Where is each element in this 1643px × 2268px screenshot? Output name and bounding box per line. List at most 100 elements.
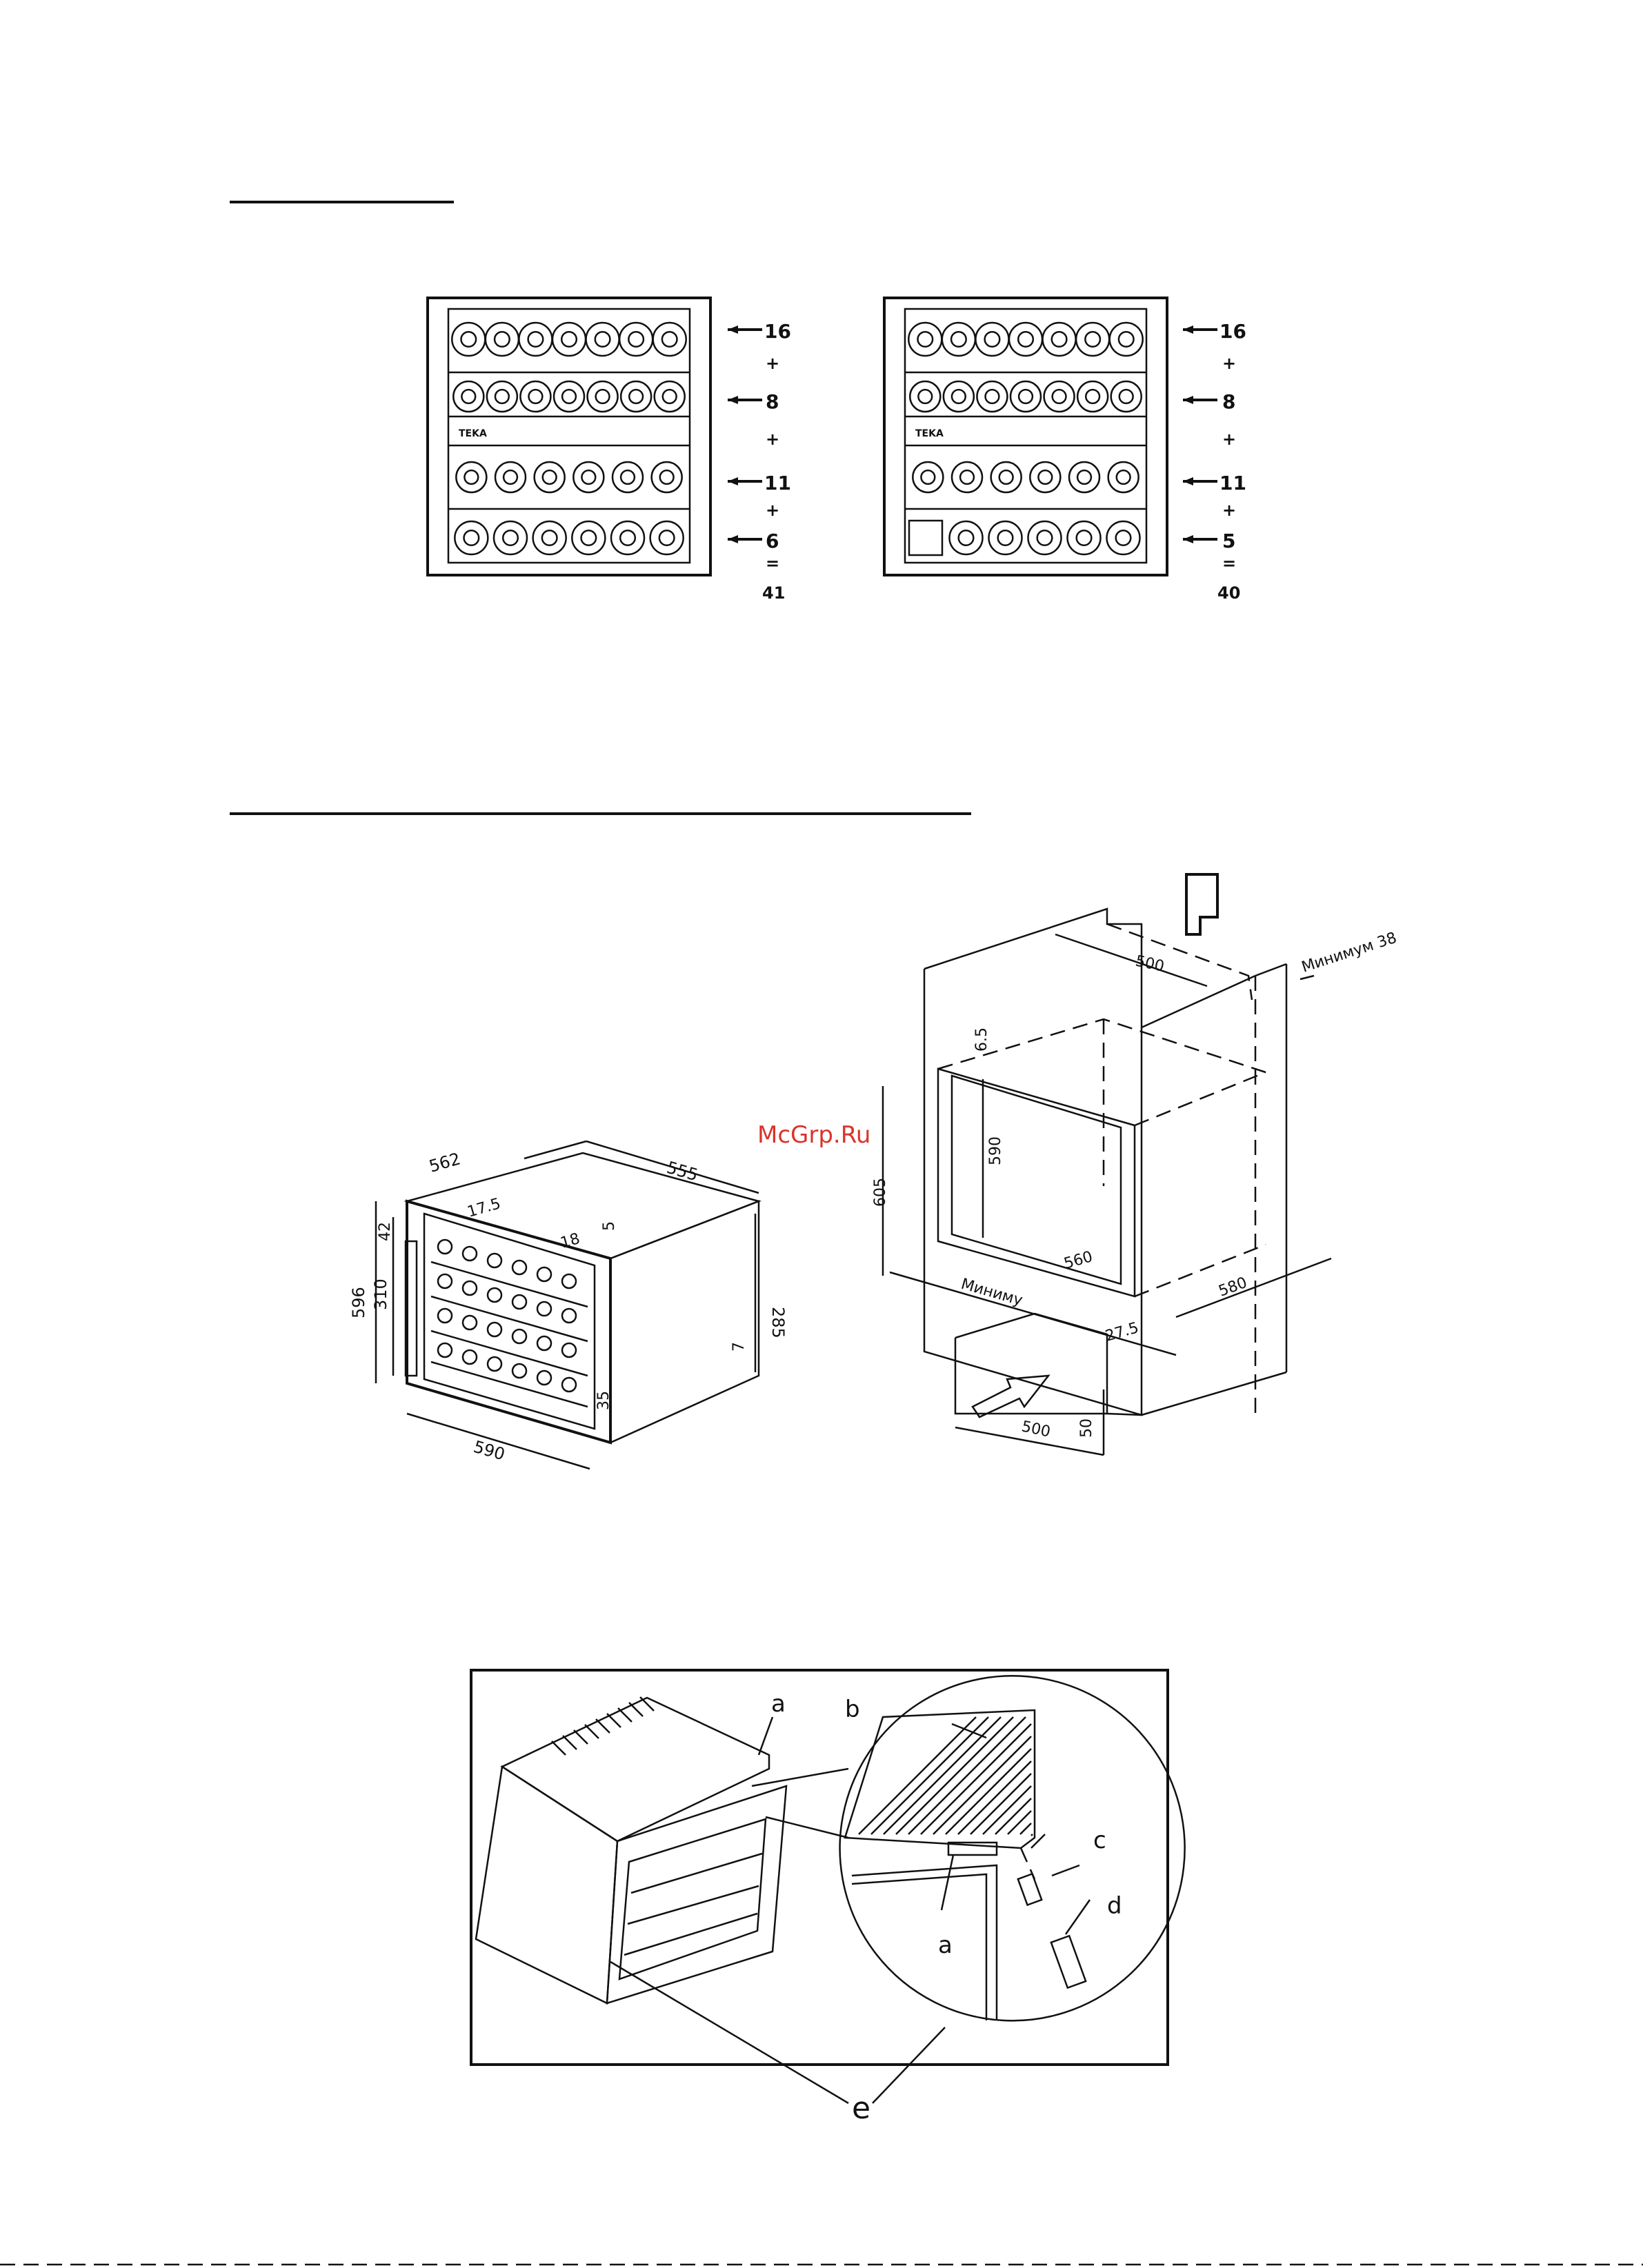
bottle-end [655,381,685,412]
dim-cab-590: 590 [471,1437,507,1465]
bottle-end [1037,530,1053,545]
hatch-line [970,1774,1031,1834]
count-left-4: 6 [766,530,779,552]
niche-dimension-drawing [883,874,1331,1455]
count-right-3: 11 [1219,472,1246,494]
plus-left-3: + [766,501,779,520]
min-top-label: Минимум 38 [1300,930,1399,976]
bottle-end [495,462,526,492]
bottle-end [621,470,635,484]
bottle-end [512,1295,526,1309]
bottle-end [998,530,1013,545]
vent-slot [552,1741,566,1755]
bottle-end [504,470,517,484]
dim-niche-500-top: 500 [1134,952,1166,975]
bottle-end [991,462,1022,492]
bottle-end [950,521,983,554]
bottle-end [660,470,674,484]
cabinet-left: TEKA [428,298,710,575]
bottle-end [487,381,517,412]
label-e: e [852,2091,870,2126]
bottle-row-2 [453,381,684,412]
bottle-end [653,323,686,356]
bottle-end [488,1357,501,1371]
bottle-row-1 [908,323,1142,356]
dim-cab-35: 35 [595,1391,613,1410]
bottle-end [1110,323,1143,356]
bottle-end [533,521,566,554]
bottle-end [613,462,643,492]
bottle-end [1068,521,1101,554]
vent-grille [552,1697,654,1755]
bottle-end [951,332,966,347]
installation-detail-frame [471,1670,1168,2065]
bottle-end [959,530,974,545]
bottle-end [1119,390,1133,403]
bottle-end [952,462,982,492]
bottle-end [1009,323,1042,356]
bottle-end [999,470,1013,484]
hatch-line [884,1717,1001,1834]
hatch-line [1031,1834,1033,1836]
label-b: b [845,1696,860,1723]
bottle-end [562,1274,576,1288]
dim-niche-590: 590 [987,1136,1004,1165]
bottle-end [1077,381,1108,412]
bottle-end [488,1323,501,1336]
bottle-end [464,470,478,484]
dim-cab-17-5: 17.5 [466,1195,503,1221]
bottle-end [975,323,1008,356]
bottle-end [1010,381,1041,412]
bottle-end [488,1288,501,1302]
dim-cab-555: 555 [664,1158,700,1185]
bottle-end [573,462,604,492]
plus-left-2: + [766,430,779,449]
bottle-end [595,332,610,347]
total-right: 40 [1217,583,1240,603]
bottle-end [535,462,565,492]
count-left-3: 11 [764,472,791,494]
dim-cab-310: 310 [371,1278,390,1310]
bottle-end [1107,521,1140,554]
bottle-end [985,332,1000,347]
bottle-end [1117,470,1131,484]
hatched-panel [859,1717,1045,1848]
appliance-in-niche [476,1697,786,2003]
bottle-end [562,1378,576,1392]
vent-slot [607,1714,621,1727]
bottle-end [596,390,610,403]
count-left-1: 16 [764,320,791,343]
count-arrows-right [1183,325,1217,543]
bottle-end [562,1343,576,1357]
bottle-end [918,390,932,403]
bottle-end [1028,521,1062,554]
bottle-end [1077,530,1092,545]
count-left-2: 8 [766,390,779,413]
bottle-end [663,390,677,403]
bottle-end [586,323,619,356]
vent-slot [585,1725,599,1738]
bottle-end [461,390,475,403]
bottle-end [1052,332,1067,347]
bottle-end [662,332,677,347]
bottle-end [659,530,675,545]
bottle-end [910,381,940,412]
hatch-line [871,1717,988,1834]
bottle-end [438,1343,452,1357]
hatch-line [946,1749,1031,1834]
bottle-end [588,381,618,412]
dim-niche-580: 580 [1217,1274,1250,1301]
screw-icon [1018,1874,1042,1905]
hatch-line [933,1736,1031,1834]
bottle-end [486,323,519,356]
vent-slot [596,1719,610,1733]
bottle-end [512,1364,526,1378]
bottle-end [1044,381,1075,412]
label-c: c [1093,1827,1106,1854]
bottle-end [921,470,935,484]
bottle-end [455,521,488,554]
bottle-end [520,381,550,412]
bottle-end [1116,530,1131,545]
count-right-2: 8 [1222,390,1235,413]
min-bottom-label: Миниму [959,1276,1024,1309]
